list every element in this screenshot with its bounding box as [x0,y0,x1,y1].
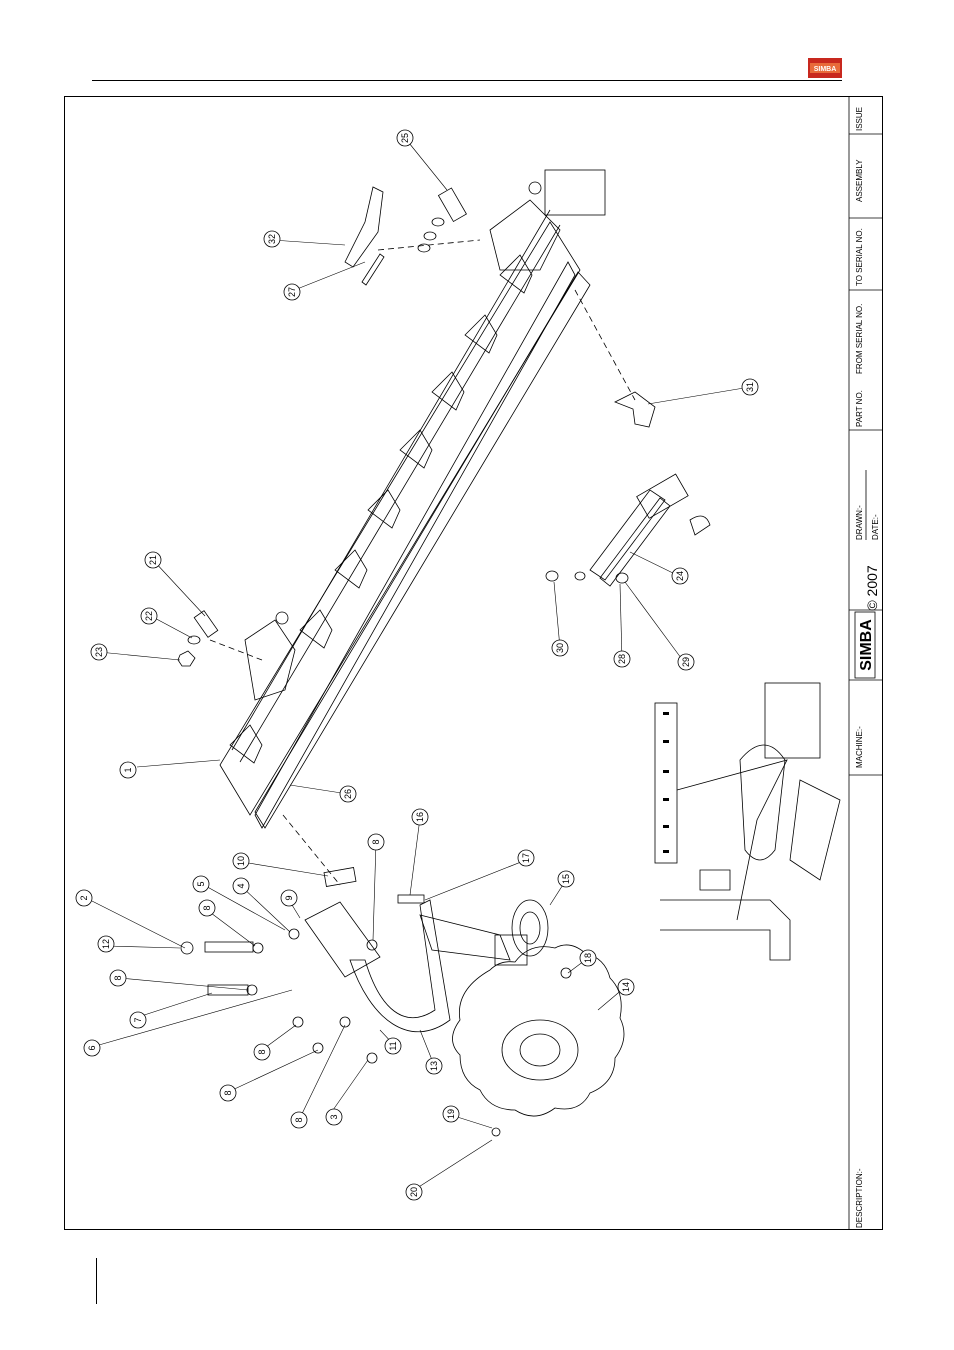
callout-5: 5 [196,881,206,886]
callout-8c: 8 [257,1049,267,1054]
assembly-label: ASSEMBLY [855,159,864,202]
from-serial-label: FROM SERIAL NO. [855,304,864,374]
callout-15: 15 [561,874,571,884]
callout-21: 21 [148,555,158,565]
callout-26: 26 [343,789,353,799]
callout-4: 4 [236,883,246,888]
part-no-label: PART NO. [855,390,864,427]
callout-32: 32 [267,234,277,244]
drawn-label: DRAWN:- [855,505,864,540]
date-label: DATE:- [871,514,880,540]
callout-24: 24 [675,571,685,581]
callout-18: 18 [583,953,593,963]
callout-30: 30 [555,643,565,653]
issue-label: ISSUE [855,107,864,131]
callout-2: 2 [79,895,89,900]
copyright-text: © 2007 [864,565,880,611]
callout-17: 17 [521,853,531,863]
callout-8e: 8 [294,1117,304,1122]
title-brand: SIMBA [858,619,875,671]
callout-20: 20 [409,1187,419,1197]
callout-7: 7 [133,1017,143,1022]
callout-1: 1 [123,767,133,772]
callout-29: 29 [681,657,691,667]
machine-label: MACHINE:- [855,726,864,768]
callout-12: 12 [101,939,111,949]
callout-22: 22 [144,611,154,621]
callout-8f: 8 [371,839,381,844]
callout-3: 3 [329,1114,339,1119]
callout-9: 9 [284,895,294,900]
callout-8a: 8 [113,975,123,980]
callout-14: 14 [621,982,631,992]
callout-8d: 8 [223,1090,233,1095]
to-serial-label: TO SERIAL NO. [855,228,864,286]
callout-10: 10 [236,856,246,866]
callout-27: 27 [287,287,297,297]
callout-31: 31 [745,382,755,392]
callout-19: 19 [446,1109,456,1119]
description-label: DESCRIPTION:- [855,1168,864,1228]
callout-23: 23 [94,647,104,657]
callout-6: 6 [87,1045,97,1050]
callout-11: 11 [388,1041,398,1050]
callout-16: 16 [415,812,425,822]
callout-25: 25 [400,133,410,143]
callout-28: 28 [617,654,627,664]
callout-8b: 8 [202,905,212,910]
footer-rule [96,1258,97,1304]
callout-13: 13 [429,1061,439,1071]
